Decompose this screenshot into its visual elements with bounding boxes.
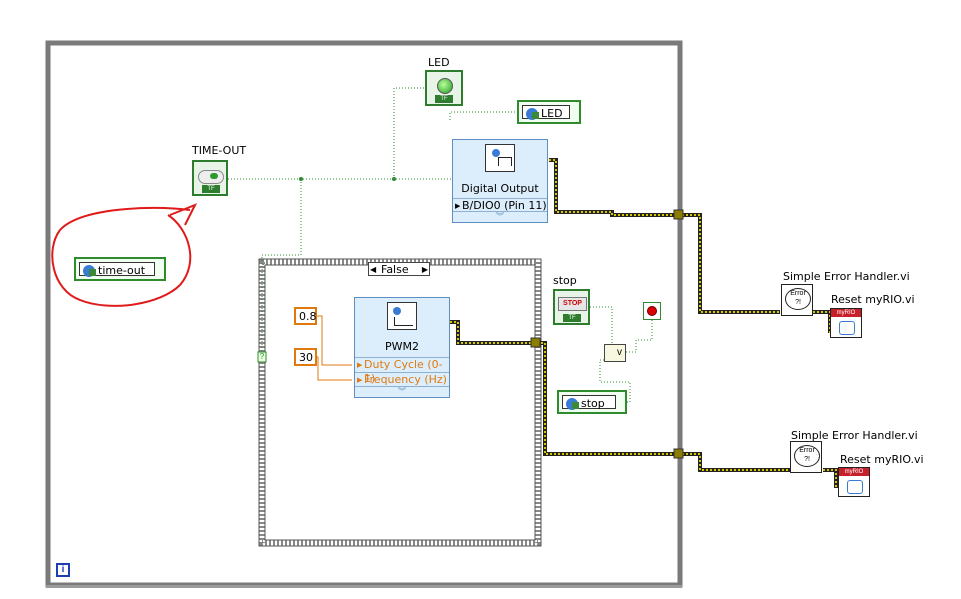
reset-myrio-1[interactable]: myRIO: [830, 308, 862, 338]
or-function[interactable]: v: [604, 344, 626, 362]
case-selector[interactable]: ◀ False ▶: [368, 262, 430, 276]
stop-button-control[interactable]: STOP TF: [553, 289, 590, 325]
led-light-icon: [437, 78, 453, 94]
led-label: LED: [428, 56, 450, 69]
stop-condition-terminal[interactable]: [643, 302, 661, 320]
info-icon: i: [61, 564, 65, 575]
reset-arrow-icon: [847, 480, 863, 494]
expand-chevron-icon[interactable]: ︾: [355, 386, 449, 397]
pwm-duty-cycle-input: ▶Duty Cycle (0-1): [355, 357, 449, 385]
error-handler-2[interactable]: Error?!: [790, 441, 822, 473]
error-tunnel-2: [673, 448, 684, 459]
case-prev-icon[interactable]: ◀: [370, 265, 377, 274]
stop-circle-icon: [647, 306, 657, 316]
error-bubble-icon: Error?!: [794, 445, 820, 467]
digital-output-icon: [485, 144, 515, 172]
led-local-variable[interactable]: LED: [517, 100, 581, 124]
stop-tf-badge: TF: [563, 314, 581, 322]
error-tunnel-1: [673, 209, 684, 220]
frequency-constant[interactable]: 30: [294, 348, 317, 366]
error-handler-2-label: Simple Error Handler.vi: [791, 429, 918, 442]
reset-myrio-2[interactable]: myRIO: [838, 467, 870, 497]
digital-output-title: Digital Output: [461, 182, 539, 195]
error-handler-1-label: Simple Error Handler.vi: [783, 270, 910, 283]
pwm-icon: [387, 302, 417, 330]
pwm2-title: PWM2: [385, 340, 419, 353]
led-indicator[interactable]: TF: [425, 70, 463, 106]
timeout-control[interactable]: TF: [192, 160, 228, 196]
reset-myrio-1-label: Reset myRIO.vi: [831, 293, 915, 306]
case-selector-terminal: ?: [259, 352, 265, 361]
numeric-wires: [316, 315, 352, 381]
duty-cycle-constant[interactable]: 0.8: [294, 307, 317, 325]
case-input-tunnel: [257, 351, 267, 363]
reset-myrio-2-label: Reset myRIO.vi: [840, 453, 924, 466]
case-selector-value: False: [381, 263, 409, 276]
led-tf-badge: TF: [435, 95, 453, 103]
stop-sign-icon: STOP: [558, 297, 587, 311]
pwm-frequency-input: ▶Frequency (Hz): [355, 372, 449, 387]
error-handler-1[interactable]: Error?!: [781, 284, 813, 316]
digital-output-node[interactable]: Digital Output ▶B/DIO0 (Pin 11) ︾: [452, 139, 548, 223]
expand-chevron-icon[interactable]: ︾: [453, 211, 547, 222]
case-output-tunnel: [530, 337, 541, 348]
pwm2-node[interactable]: PWM2 ▶Duty Cycle (0-1) ▶Frequency (Hz) ︾: [354, 297, 450, 398]
digital-output-channel: ▶B/DIO0 (Pin 11): [453, 198, 547, 212]
reset-arrow-icon: [839, 321, 855, 335]
timeout-tf-badge: TF: [202, 185, 220, 193]
loop-iteration-terminal: i: [56, 563, 70, 577]
annotation-circle: [51, 203, 198, 307]
stop-local-variable[interactable]: stop: [557, 390, 627, 414]
stop-label: stop: [553, 274, 577, 287]
timeout-local-variable[interactable]: time-out: [74, 257, 166, 281]
error-bubble-icon: Error?!: [785, 288, 811, 310]
timeout-label: TIME-OUT: [192, 144, 247, 157]
case-next-icon[interactable]: ▶: [421, 265, 428, 274]
